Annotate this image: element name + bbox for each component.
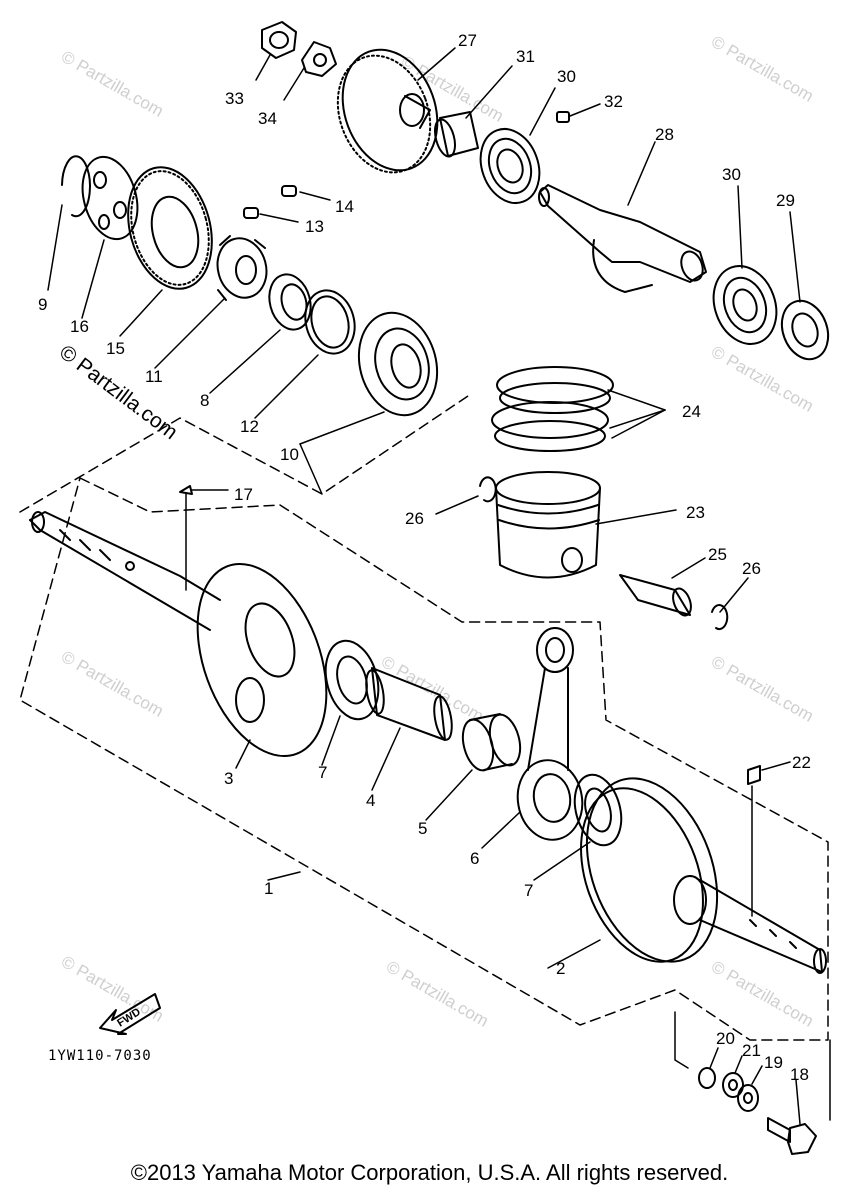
callout-23: 23 — [686, 503, 705, 522]
callout-5: 5 — [418, 819, 427, 838]
spacer-31 — [434, 111, 479, 158]
watermark: © Partzilla.com — [708, 652, 817, 726]
collar-8 — [268, 273, 312, 331]
callout-4: 4 — [366, 791, 375, 810]
needle-bearing-5 — [461, 713, 522, 772]
crank-pin-4 — [365, 667, 453, 741]
callout-1: 1 — [264, 879, 273, 898]
callout-12: 12 — [240, 417, 259, 436]
callout-13: 13 — [305, 217, 324, 236]
washer-19 — [737, 1084, 759, 1112]
callout-34: 34 — [258, 109, 277, 128]
bolt-18 — [767, 1117, 817, 1155]
copyright-notice: ©2013 Yamaha Motor Corporation, U.S.A. A… — [130, 1160, 729, 1185]
callout-17: 17 — [234, 485, 253, 504]
part-code: 1YW110-7030 — [48, 1048, 152, 1064]
callout-33: 33 — [225, 89, 244, 108]
watermark: © Partzilla.com — [378, 652, 487, 726]
primary-drive-gear-27 — [336, 48, 439, 174]
watermark: © Partzilla.com — [383, 957, 492, 1031]
callout-19: 19 — [764, 1053, 783, 1072]
assembly-boundary — [19, 395, 829, 1041]
starter-gear-15 — [127, 166, 213, 290]
callout-9: 9 — [38, 295, 47, 314]
piston-23 — [495, 471, 601, 579]
callout-14: 14 — [335, 197, 354, 216]
callout-30: 30 — [557, 67, 576, 86]
main-bearing-10 — [357, 311, 439, 417]
pin-14 — [281, 185, 297, 197]
callout-6: 6 — [470, 849, 479, 868]
callout-15: 15 — [106, 339, 125, 358]
callout-26: 26 — [742, 559, 761, 578]
crank-right-2 — [580, 777, 827, 974]
lock-washer-34 — [301, 41, 337, 77]
callout-30: 30 — [722, 165, 741, 184]
pin-13 — [243, 207, 259, 219]
watermark: © Partzilla.com — [708, 32, 817, 106]
bolt-bracket — [674, 1011, 831, 1121]
watermark: © Partzilla.com — [708, 957, 817, 1031]
bearing-29 — [780, 299, 830, 361]
circlip-26-right — [711, 604, 729, 631]
key-22 — [747, 765, 761, 785]
connecting-rod-6 — [516, 627, 584, 841]
callout-20: 20 — [716, 1029, 735, 1048]
one-way-clutch-11 — [216, 235, 268, 301]
callout-25: 25 — [708, 545, 727, 564]
nut-33 — [261, 21, 297, 59]
balancer-shaft-28 — [538, 184, 707, 293]
washer-7-lower — [573, 773, 623, 847]
callout-24: 24 — [682, 402, 701, 421]
bearing-30-upper — [479, 128, 541, 204]
washer-12 — [304, 289, 356, 355]
callout-8: 8 — [200, 391, 209, 410]
callout-2: 2 — [556, 959, 565, 978]
o-ring-20 — [698, 1067, 716, 1089]
callout-26: 26 — [405, 509, 424, 528]
piston-pin-25 — [619, 574, 692, 617]
callout-7: 7 — [318, 763, 327, 782]
callout-32: 32 — [604, 92, 623, 111]
callout-31: 31 — [516, 47, 535, 66]
callout-10: 10 — [280, 445, 299, 464]
callout-29: 29 — [776, 191, 795, 210]
washer-21 — [722, 1072, 744, 1098]
watermark: © Partzilla.com — [708, 342, 817, 416]
piston-rings-24 — [491, 366, 614, 452]
callout-16: 16 — [70, 317, 89, 336]
key-32 — [556, 111, 570, 123]
watermark: © Partzilla.com — [58, 647, 167, 721]
crank-left-3 — [29, 511, 328, 758]
callout-28: 28 — [655, 125, 674, 144]
woodruff-key-17 — [179, 485, 193, 495]
callout-7: 7 — [524, 881, 533, 900]
watermark: © Partzilla.com — [58, 47, 167, 121]
circlip-26-left — [479, 476, 497, 503]
callout-21: 21 — [742, 1041, 761, 1060]
callout-18: 18 — [790, 1065, 809, 1084]
callout-11: 11 — [145, 367, 163, 386]
callout-3: 3 — [224, 769, 233, 788]
bearing-30-right — [712, 265, 778, 345]
leader-lines — [47, 47, 801, 1125]
callout-27: 27 — [458, 31, 477, 50]
callout-22: 22 — [792, 753, 811, 772]
